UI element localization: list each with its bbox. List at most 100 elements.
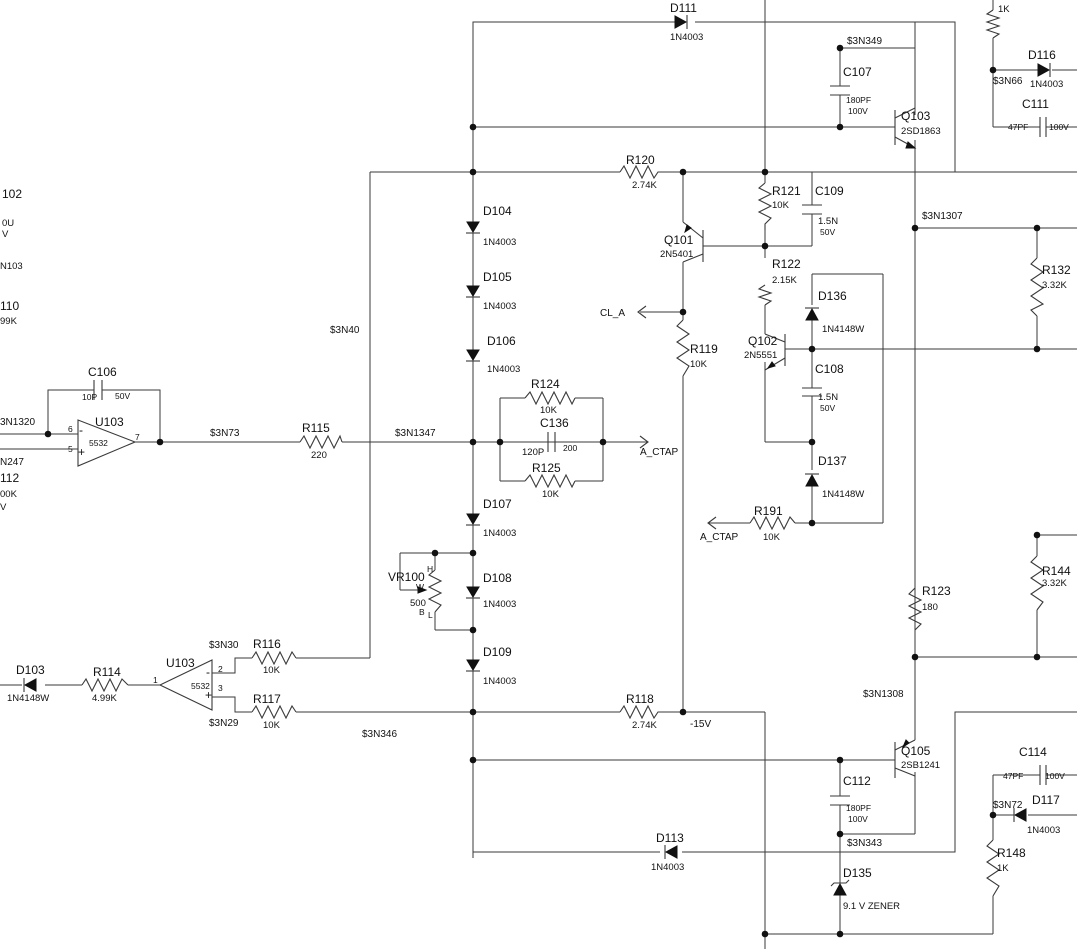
diode-d135-zener xyxy=(830,879,850,896)
pin-u2-1: 1 xyxy=(153,675,158,685)
net-n247: N247 xyxy=(0,457,24,468)
net-3n1307: $3N1307 xyxy=(922,211,963,222)
diode-d116 xyxy=(1037,63,1051,77)
net-n103: N103 xyxy=(0,261,23,272)
value-c114: 47PF xyxy=(1003,771,1023,781)
capacitor-c112 xyxy=(830,795,850,806)
voltage-c111: 100V xyxy=(1049,122,1069,132)
diode-d113 xyxy=(664,845,678,859)
label-d117: D117 xyxy=(1032,793,1060,807)
capacitor-c136 xyxy=(547,432,556,452)
value-d108: 1N4003 xyxy=(483,599,516,610)
pin-u1-plus: + xyxy=(78,445,85,459)
transistor-q101 xyxy=(682,221,704,263)
pin-u2-3: 3 xyxy=(218,683,223,693)
value-d109: 1N4003 xyxy=(483,676,516,687)
label-r120: R120 xyxy=(626,153,655,167)
voltage-c112: 100V xyxy=(848,814,868,824)
net-3n72: $3N72 xyxy=(993,800,1023,811)
capacitor-c107 xyxy=(830,85,850,96)
label-r191: R191 xyxy=(754,504,783,518)
capacitor-c106 xyxy=(93,380,103,400)
cutoff-0u: 0U xyxy=(2,218,14,229)
value-u103a: 5532 xyxy=(89,438,108,448)
value-d111: 1N4003 xyxy=(670,32,703,43)
value-r123: 180 xyxy=(922,602,938,613)
value-c107: 180PF xyxy=(846,95,871,105)
resistor-r122 xyxy=(757,284,773,306)
value-c112: 180PF xyxy=(846,803,871,813)
resistor-r123 xyxy=(907,587,923,631)
value-r117: 10K xyxy=(263,720,281,731)
resistor-r144 xyxy=(1030,555,1044,611)
value-d107: 1N4003 xyxy=(483,528,516,539)
net-3n346: $3N346 xyxy=(362,729,397,740)
net-3n1308: $3N1308 xyxy=(863,689,904,700)
label-r123: R123 xyxy=(922,584,951,598)
value-d103: 1N4148W xyxy=(7,693,49,704)
cutoff-99k: 99K xyxy=(0,316,18,327)
diode-d103 xyxy=(23,678,37,692)
value-c108: 1.5N xyxy=(818,392,838,403)
transistor-q105 xyxy=(894,739,916,778)
label-r144: R144 xyxy=(1042,564,1071,578)
label-d106: D106 xyxy=(487,334,516,348)
pin-u2-plus: + xyxy=(205,688,212,702)
label-c114: C114 xyxy=(1019,745,1047,759)
resistor-r124 xyxy=(524,390,576,406)
diode-d108 xyxy=(466,586,480,599)
label-r125: R125 xyxy=(532,461,561,475)
label-c136: C136 xyxy=(540,416,569,430)
port-arrows xyxy=(637,305,750,530)
label-c112: C112 xyxy=(843,774,871,788)
cutoff-00k: 00K xyxy=(0,489,18,500)
value-d136: 1N4148W xyxy=(822,324,864,335)
cutoff-102: 102 xyxy=(2,187,22,201)
capacitor-c111 xyxy=(1039,117,1047,137)
voltage-c109: 50V xyxy=(820,227,835,237)
diode-d109 xyxy=(466,659,480,672)
cutoff-v2: V xyxy=(0,502,7,513)
pin-u1-6: 6 xyxy=(68,424,73,434)
diode-d105 xyxy=(466,285,480,298)
label-d135: D135 xyxy=(843,866,872,880)
label-r122: R122 xyxy=(772,257,801,271)
value-r119: 10K xyxy=(690,359,708,370)
label-r114: R114 xyxy=(93,665,121,679)
value-r116: 10K xyxy=(263,665,281,676)
resistor-r117 xyxy=(251,704,297,720)
label-d108: D108 xyxy=(483,571,512,585)
net-3n73: $3N73 xyxy=(210,428,240,439)
label-r117: R117 xyxy=(253,692,281,706)
label-r124: R124 xyxy=(531,377,560,391)
label-d136: D136 xyxy=(818,289,847,303)
label-d113: D113 xyxy=(656,831,684,845)
label-r118: R118 xyxy=(626,692,654,706)
capacitor-c108 xyxy=(802,387,822,397)
value-d105: 1N4003 xyxy=(483,301,516,312)
net-a-ctap-2: A_CTAP xyxy=(700,532,738,543)
label-d103: D103 xyxy=(16,663,45,677)
value-c111: 47PF xyxy=(1008,122,1028,132)
value-r120: 2.74K xyxy=(632,180,657,191)
resistor-r119 xyxy=(676,319,690,377)
cutoff-110: 110 xyxy=(0,299,19,313)
voltage-c108: 50V xyxy=(820,403,835,413)
labels: D111 1N4003 1K D116 1N4003 $3N66 C111 47… xyxy=(0,1,1071,912)
transistors xyxy=(682,107,917,778)
label-q103: Q103 xyxy=(901,109,931,123)
label-d137: D137 xyxy=(818,454,847,468)
value-q102: 2N5551 xyxy=(744,350,777,361)
value-r132: 3.32K xyxy=(1042,280,1067,291)
net-3n40: $3N40 xyxy=(330,325,360,336)
label-d107: D107 xyxy=(483,497,512,511)
net-cl-a: CL_A xyxy=(600,308,625,319)
label-c109: C109 xyxy=(815,184,844,198)
pin-vr-l: L xyxy=(428,610,433,620)
value-d117: 1N4003 xyxy=(1027,825,1060,836)
diodes xyxy=(23,15,1051,896)
diode-d104 xyxy=(466,221,480,234)
arrow-cl-a xyxy=(637,305,647,319)
net-3n30: $3N30 xyxy=(209,640,239,651)
net-3n66: $3N66 xyxy=(993,76,1023,87)
